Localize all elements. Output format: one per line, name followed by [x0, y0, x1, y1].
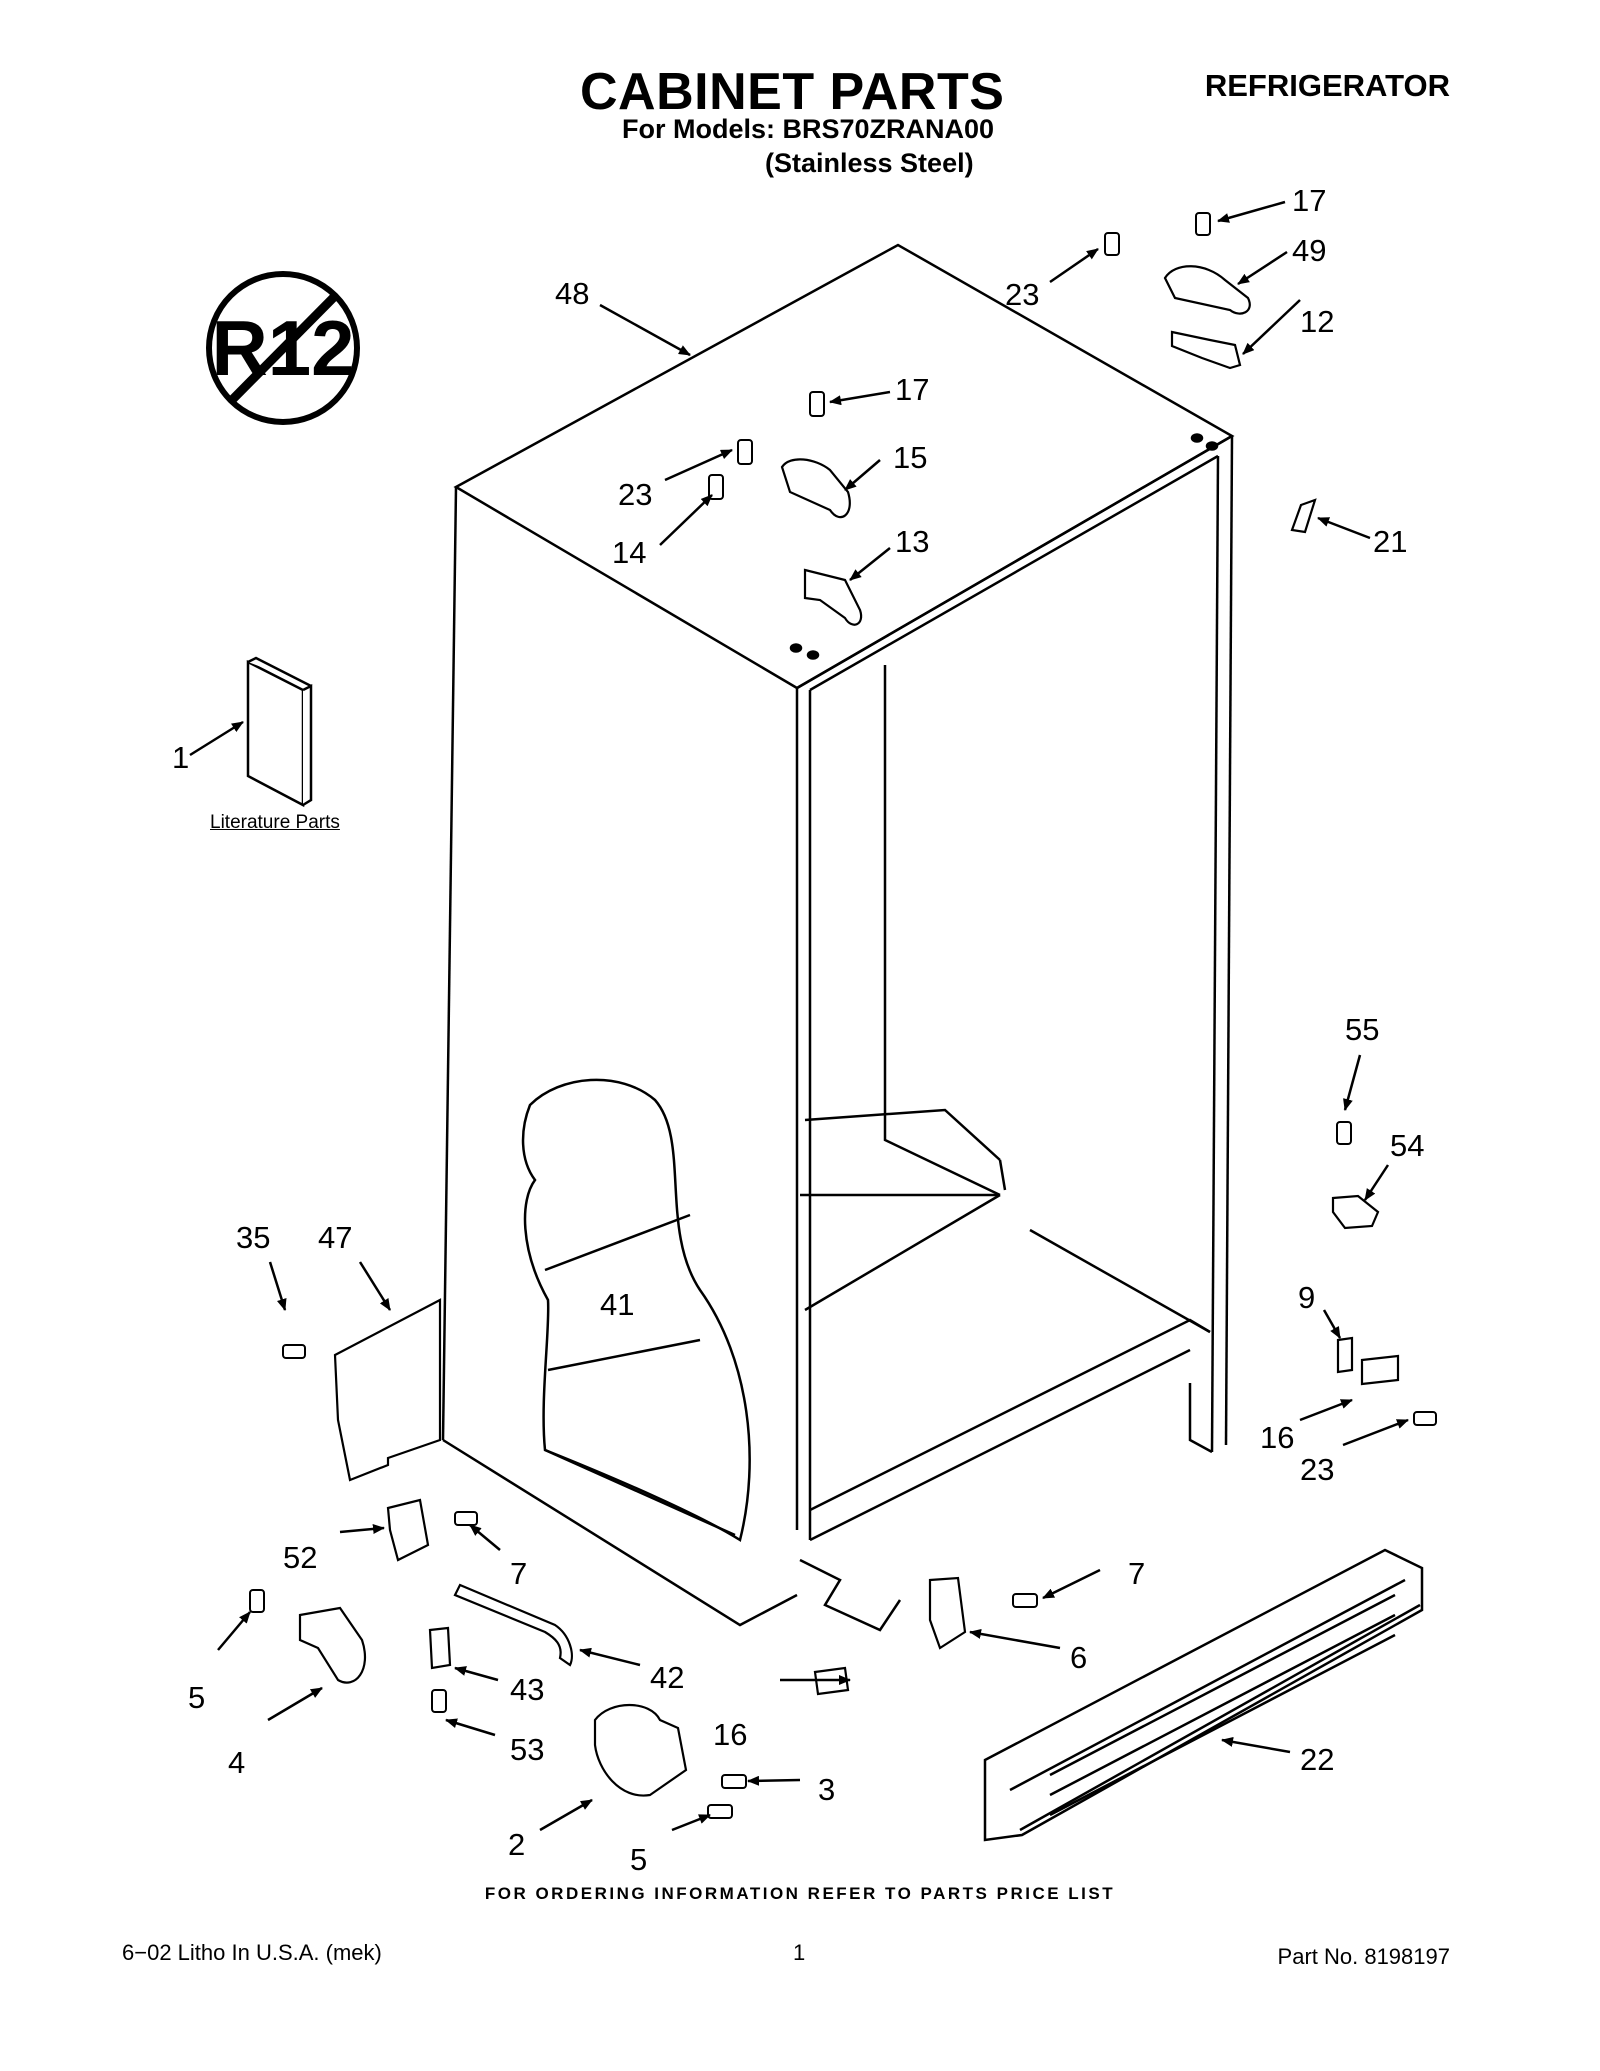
callout-4: 4 [228, 1745, 245, 1780]
callout-47: 47 [318, 1220, 352, 1255]
callout-42: 42 [650, 1660, 684, 1695]
callout-53: 53 [510, 1732, 544, 1767]
part-number: Part No. 8198197 [1277, 1944, 1450, 1969]
refrigerator-cabinet [441, 243, 1235, 1632]
callout-7: 7 [1128, 1556, 1145, 1591]
callout-1: 1 [172, 740, 189, 775]
finish-line: (Stainless Steel) [765, 148, 974, 178]
callout-48: 48 [555, 276, 589, 311]
ordering-note: FOR ORDERING INFORMATION REFER TO PARTS … [484, 1884, 1116, 1903]
callout-23: 23 [618, 477, 652, 512]
callout-14: 14 [612, 535, 646, 570]
callout-3: 3 [818, 1772, 835, 1807]
callout-6: 6 [1070, 1640, 1087, 1675]
page-number: 1 [793, 1940, 806, 1965]
callout-35: 35 [236, 1220, 270, 1255]
callout-5: 5 [188, 1680, 205, 1715]
callout-2: 2 [508, 1827, 525, 1862]
callout-52: 52 [283, 1540, 317, 1575]
callout-17: 17 [1292, 183, 1326, 218]
literature-parts-label: Literature Parts [210, 812, 340, 833]
callout-16: 16 [713, 1717, 747, 1752]
models-line: For Models: BRS70ZRANA00 [622, 114, 995, 144]
callout-41: 41 [600, 1287, 634, 1322]
callout-9: 9 [1298, 1280, 1315, 1315]
callout-43: 43 [510, 1672, 544, 1707]
litho-note: 6−02 Litho In U.S.A. (mek) [122, 1940, 382, 1965]
callout-17: 17 [895, 372, 929, 407]
callout-numbers: 48 23 17 49 12 17 15 23 14 13 21 1 55 54… [172, 183, 1424, 1877]
callout-13: 13 [895, 524, 929, 559]
callout-5: 5 [630, 1842, 647, 1877]
page-title: CABINET PARTS [580, 63, 1005, 121]
callout-15: 15 [893, 440, 927, 475]
callout-55: 55 [1345, 1012, 1379, 1047]
callout-22: 22 [1300, 1742, 1334, 1777]
callout-49: 49 [1292, 233, 1326, 268]
callout-23: 23 [1300, 1452, 1334, 1487]
screws [249, 212, 1437, 1819]
callout-54: 54 [1390, 1128, 1424, 1163]
toe-grille [983, 1548, 1424, 1842]
callout-7: 7 [510, 1556, 527, 1591]
literature-booklet [246, 656, 313, 808]
hinge-parts [298, 265, 1400, 1797]
no-r12-prohibition-icon: R12 [206, 271, 360, 425]
appliance-type: REFRIGERATOR [1204, 68, 1450, 103]
callout-12: 12 [1300, 304, 1334, 339]
callout-21: 21 [1373, 524, 1407, 559]
callout-23: 23 [1005, 277, 1039, 312]
callout-16: 16 [1260, 1420, 1294, 1455]
callout-leaders [189, 200, 1409, 1832]
